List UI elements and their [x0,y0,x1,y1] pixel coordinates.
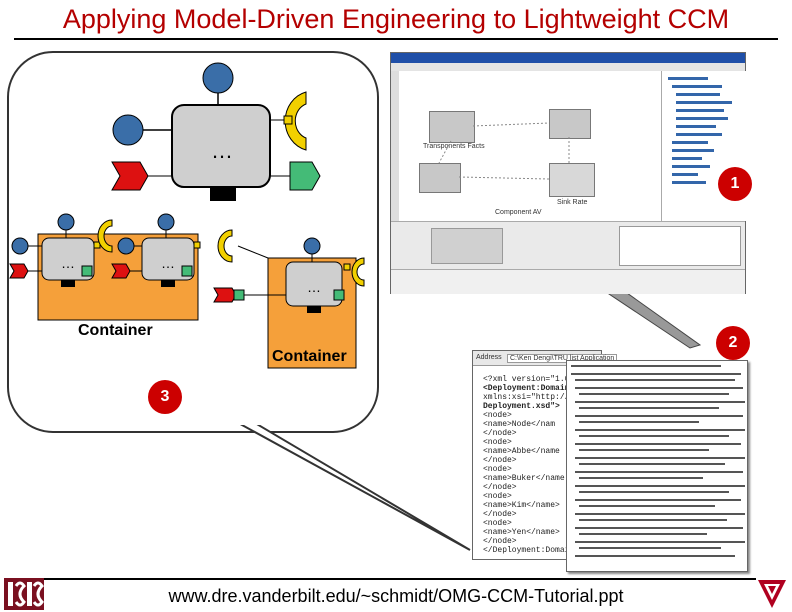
tool-status-area [391,269,745,294]
large-event-icon [284,91,307,151]
svg-text:…: … [307,279,321,295]
xml-address-label: Address [476,354,502,361]
xml-descriptor-window [566,360,748,572]
comp-b-port-left-icon [117,237,135,255]
large-port-left-icon [112,114,144,146]
tool-attribute-panel [391,221,745,270]
large-receptacle-icon [289,161,321,191]
slide-title: Applying Model-Driven Engineering to Lig… [62,4,730,34]
title-underline [14,38,778,40]
tool-canvas: Transponents Facts Component AV Sink Rat… [399,71,661,221]
comp-a-event-icon [97,219,113,253]
callout-pointer [598,287,702,349]
vanderbilt-logo-icon [756,578,788,610]
comp-a-port-left-icon [11,237,29,255]
comp-b-facet-icon [111,263,131,279]
container-right-label: Container [272,348,347,365]
comp-b-event-icon [217,229,233,263]
tool-palette [391,71,399,221]
comp-a-port-icon [57,213,75,231]
svg-text:…: … [61,255,75,271]
comp-c-event-icon [351,257,365,287]
badge-1: 1 [718,167,752,201]
isis-logo-icon [4,578,44,610]
svg-text:…: … [161,255,175,271]
footer-rule [14,578,778,580]
footer-url[interactable]: www.dre.vanderbilt.edu/~schmidt/OMG-CCM-… [168,586,624,606]
modeling-tool-window: Transponents Facts Component AV Sink Rat… [390,52,746,294]
comp-c-port-icon [303,237,321,255]
tool-titlebar [391,53,745,63]
container-left-label: Container [78,322,153,339]
xml-address-field[interactable]: C:\Ken Dengi\TRU list Application [507,354,618,363]
comp-a-facet-icon [9,263,29,279]
large-port-top-icon [202,62,234,94]
badge-2: 2 [716,326,750,360]
large-facet-icon [111,161,149,191]
comp-c-facet-icon [213,287,237,303]
comp-b-port-icon [157,213,175,231]
large-component-ellipsis: … [211,138,233,163]
large-component-sink [210,187,236,201]
badge-3: 3 [148,380,182,414]
